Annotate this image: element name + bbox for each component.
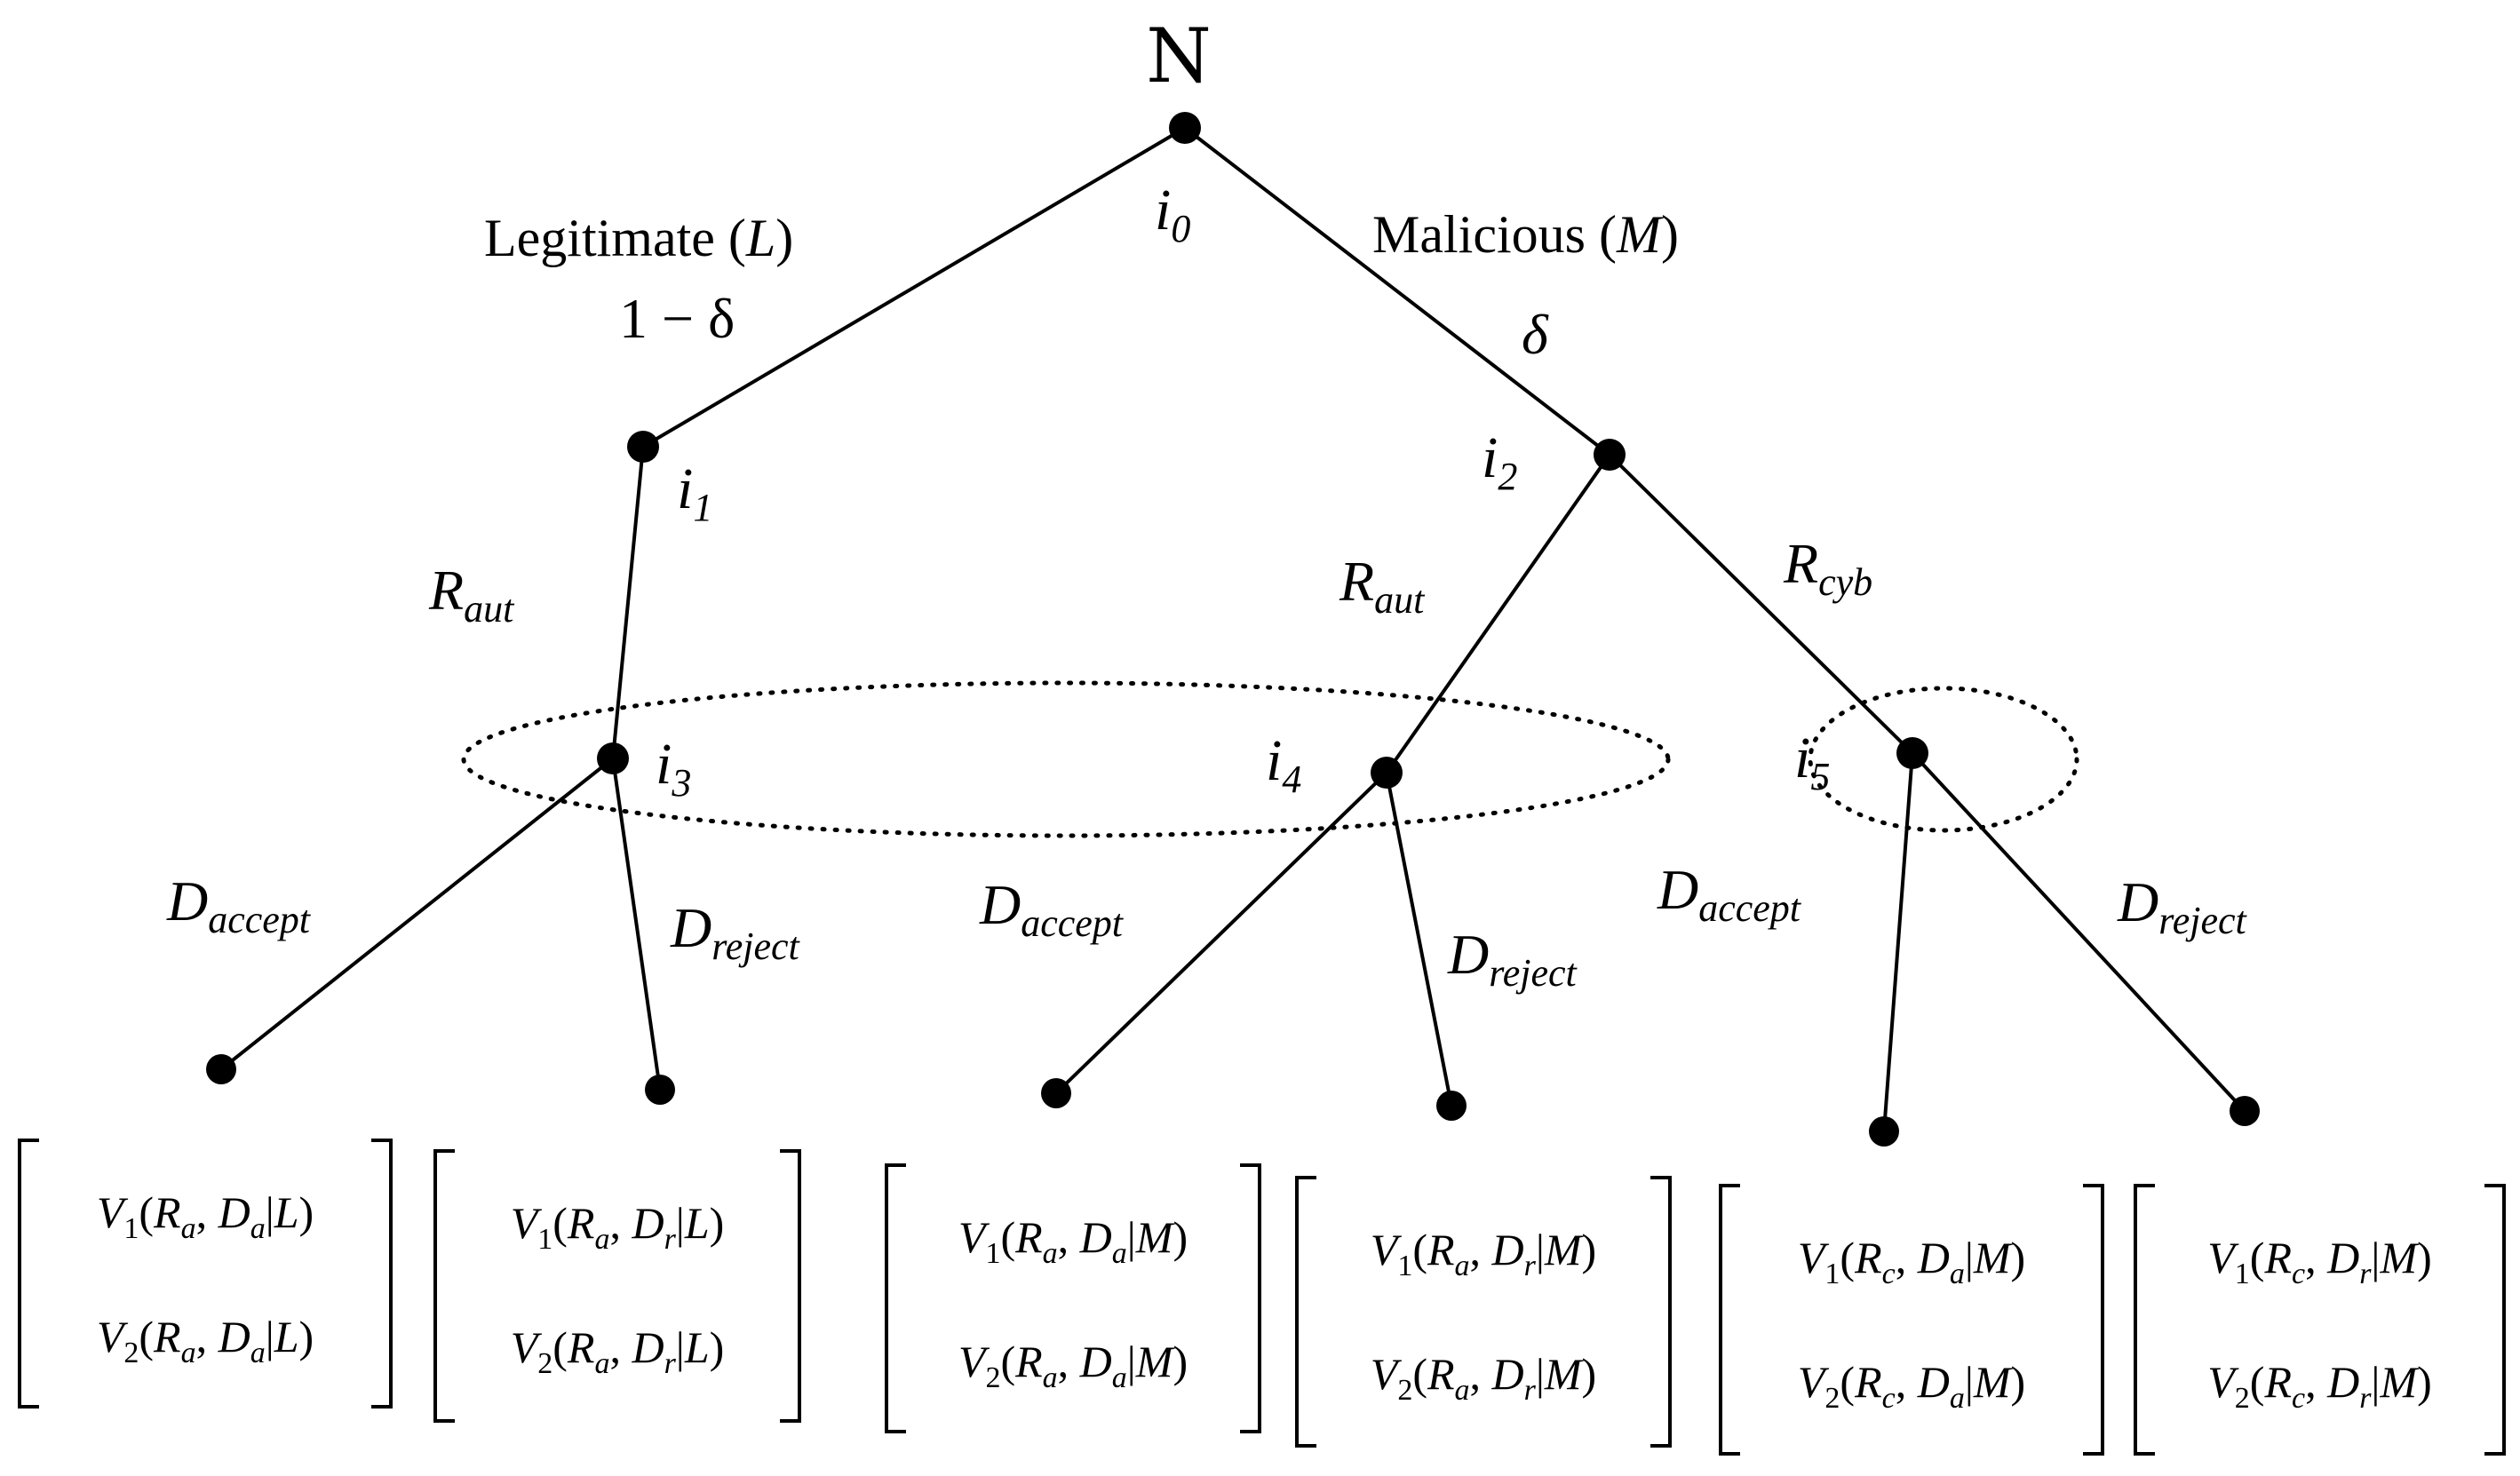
payoff-player2: V2(Ra, Da|M) bbox=[958, 1337, 1188, 1394]
root-node-label: i0 bbox=[1155, 178, 1190, 250]
label-i4: i4 bbox=[1266, 728, 1301, 801]
action-r-aut-left: Raut bbox=[428, 559, 515, 631]
payoff-vector-5: V1(Rc, Da|M) V2(Rc, Da|M) bbox=[1719, 1184, 2104, 1456]
action-d-reject-3: Dreject bbox=[2117, 870, 2248, 942]
payoff-player2: V2(Ra, Da|L) bbox=[97, 1312, 314, 1369]
payoff-player2: V2(Rc, Da|M) bbox=[1798, 1357, 2025, 1415]
terminal-node-4 bbox=[1436, 1091, 1467, 1121]
action-r-aut-right: Raut bbox=[1339, 550, 1426, 622]
payoff-right-bracket bbox=[2484, 1184, 2506, 1456]
payoff-right-bracket bbox=[371, 1139, 393, 1409]
edge-i2-i4 bbox=[1385, 453, 1611, 774]
action-d-accept-3: Daccept bbox=[1657, 858, 1802, 930]
label-i3: i3 bbox=[656, 732, 691, 805]
payoff-left-bracket bbox=[433, 1149, 455, 1423]
payoff-right-bracket bbox=[780, 1149, 801, 1423]
payoff-player2: V2(Rc, Dr|M) bbox=[2207, 1357, 2432, 1415]
legitimate-label: Legitimate (L) bbox=[484, 209, 793, 267]
edge-i4-accept bbox=[1054, 771, 1388, 1095]
label-i1: i1 bbox=[677, 456, 712, 529]
root-node bbox=[1169, 112, 1201, 144]
payoff-left-bracket bbox=[2134, 1184, 2155, 1456]
edge-i2-i5 bbox=[1608, 453, 1914, 755]
edge-i3-reject bbox=[611, 758, 662, 1091]
payoff-right-bracket bbox=[2083, 1184, 2104, 1456]
root-label: N bbox=[1146, 12, 1212, 99]
terminal-node-6 bbox=[2230, 1096, 2260, 1126]
node-i4 bbox=[1371, 757, 1403, 789]
payoff-right-bracket bbox=[1650, 1176, 1672, 1448]
payoff-vector-2: V1(Ra, Dr|L) V2(Ra, Dr|L) bbox=[433, 1149, 801, 1423]
action-d-accept-1: Daccept bbox=[166, 869, 312, 941]
payoff-player2: V2(Ra, Dr|M) bbox=[1371, 1349, 1596, 1407]
payoff-player1: V1(Ra, Dr|L) bbox=[511, 1198, 725, 1256]
edge-i5-accept bbox=[1882, 752, 1914, 1132]
payoff-player1: V1(Ra, Dr|M) bbox=[1371, 1225, 1596, 1282]
node-i2 bbox=[1594, 439, 1626, 471]
payoff-left-bracket bbox=[885, 1163, 906, 1433]
action-d-reject-2: Dreject bbox=[1447, 923, 1578, 995]
edge-i1-i3 bbox=[611, 446, 645, 759]
payoff-player1: V1(Ra, Da|M) bbox=[958, 1212, 1188, 1270]
payoff-vectors: V1(Ra, Da|L) V2(Ra, Da|L) V1(Ra, Dr|L) V2(R… bbox=[18, 1139, 2506, 1456]
edge-i4-reject bbox=[1385, 772, 1453, 1107]
label-i2: i2 bbox=[1482, 425, 1517, 498]
terminal-node-1 bbox=[206, 1054, 236, 1084]
terminal-node-3 bbox=[1041, 1078, 1071, 1108]
action-d-accept-2: Daccept bbox=[979, 873, 1125, 945]
malicious-probability: δ bbox=[1522, 303, 1549, 366]
node-i5 bbox=[1896, 737, 1928, 769]
payoff-player2: V2(Ra, Dr|L) bbox=[511, 1322, 725, 1380]
payoff-left-bracket bbox=[1719, 1184, 1740, 1456]
legitimate-probability: 1 − δ bbox=[619, 287, 735, 350]
terminal-node-2 bbox=[645, 1075, 675, 1105]
edge-i3-accept bbox=[219, 757, 615, 1071]
payoff-vector-4: V1(Ra, Dr|M) V2(Ra, Dr|M) bbox=[1295, 1176, 1672, 1448]
payoff-player1: V1(Rc, Da|M) bbox=[1798, 1233, 2025, 1290]
terminal-node-5 bbox=[1869, 1116, 1899, 1147]
action-d-reject-1: Dreject bbox=[670, 896, 801, 968]
node-i3 bbox=[597, 742, 629, 774]
edge-root-i2 bbox=[1183, 126, 1611, 456]
payoff-right-bracket bbox=[1240, 1163, 1261, 1433]
payoff-vector-1: V1(Ra, Da|L) V2(Ra, Da|L) bbox=[18, 1139, 393, 1409]
payoff-left-bracket bbox=[18, 1139, 39, 1409]
edge-root-i1 bbox=[641, 126, 1187, 448]
edge-i5-reject bbox=[1911, 751, 2246, 1113]
payoff-left-bracket bbox=[1295, 1176, 1316, 1448]
payoff-player1: V1(Rc, Dr|M) bbox=[2207, 1233, 2432, 1290]
payoff-player1: V1(Ra, Da|L) bbox=[97, 1187, 314, 1245]
label-i5: i5 bbox=[1794, 726, 1830, 798]
node-i1 bbox=[627, 431, 659, 463]
action-r-cyb: Rcyb bbox=[1783, 532, 1872, 604]
payoff-vector-3: V1(Ra, Da|M) V2(Ra, Da|M) bbox=[885, 1163, 1261, 1433]
payoff-vector-6: V1(Rc, Dr|M) V2(Rc, Dr|M) bbox=[2134, 1184, 2506, 1456]
malicious-label: Malicious (M) bbox=[1372, 205, 1679, 264]
information-set-i5 bbox=[1808, 686, 2079, 833]
information-set-i3-i4 bbox=[461, 680, 1671, 838]
